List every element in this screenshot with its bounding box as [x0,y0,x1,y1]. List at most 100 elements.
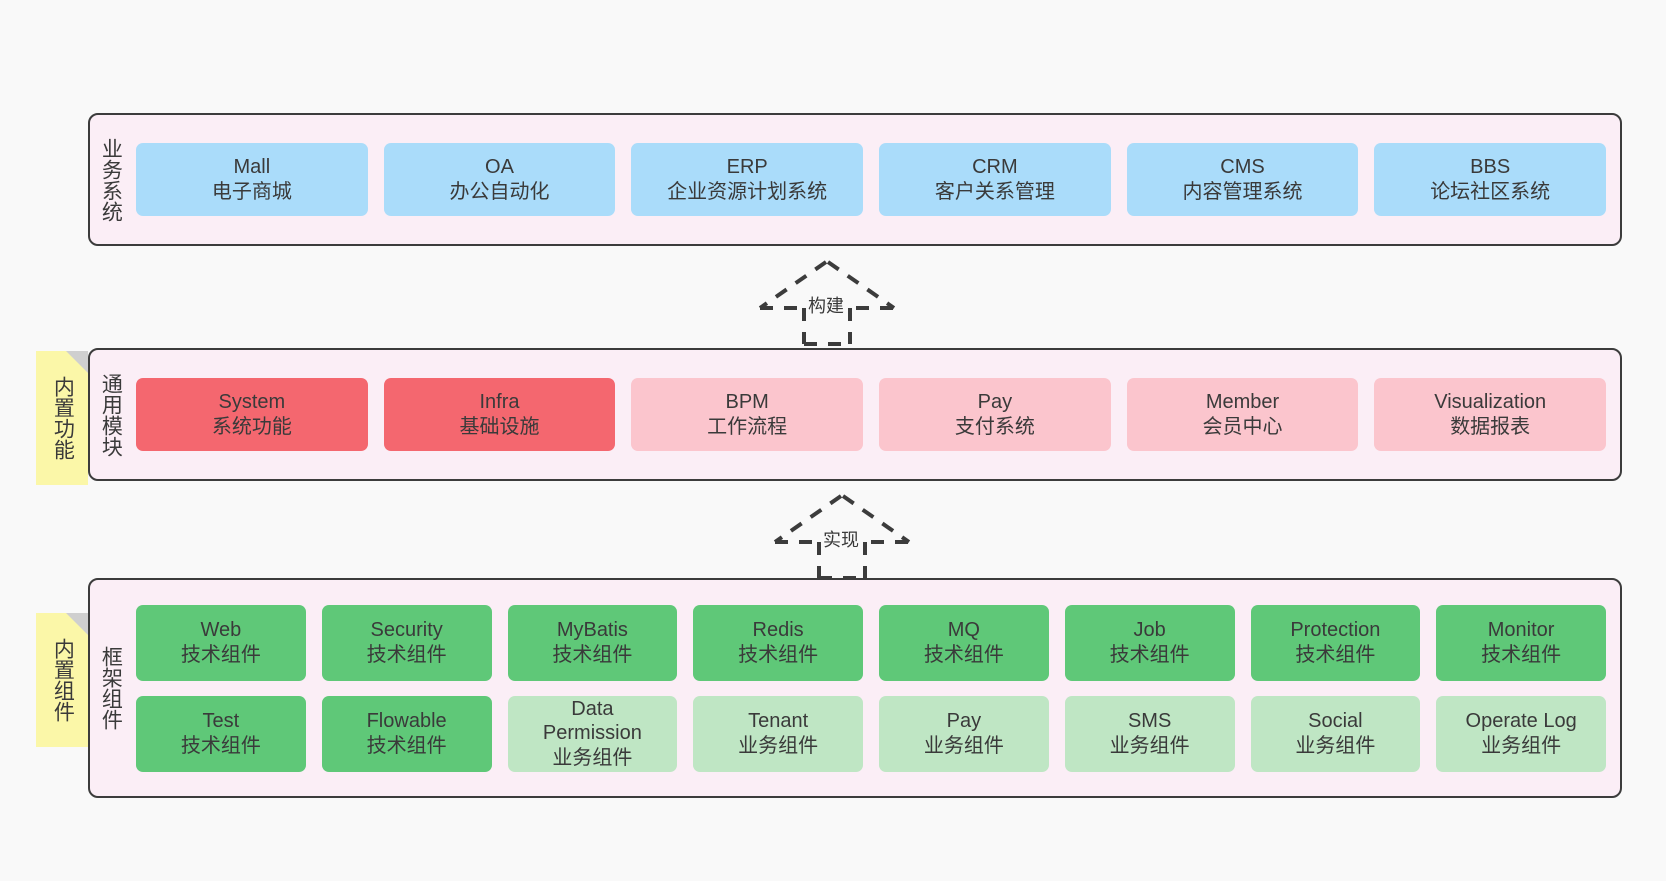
module-card-title: Visualization [1434,391,1547,414]
module-card-title: System [218,391,286,414]
module-card-subtitle: 会员中心 [1202,415,1283,438]
module-card-subtitle: 客户关系管理 [934,180,1055,203]
module-card-title: CRM [972,156,1018,179]
folded-corner-icon [66,351,88,373]
module-card-redis[interactable]: Redis 技术组件 [693,604,863,681]
module-card-title: Member [1205,391,1280,414]
layer-common-modules: 通用模块 System 系统功能 Infra 基础设施 BPM 工作流程 Pay… [88,348,1622,481]
module-card-title: Redis [752,619,804,642]
layer-title-common-modules: 通用模块 [99,372,123,457]
module-card-title: Pay [946,710,982,733]
sticky-note-builtin-features: 内置功能 [36,351,88,485]
module-card-subtitle: 技术组件 [180,643,261,666]
module-card-crm[interactable]: CRM 客户关系管理 [879,143,1111,216]
module-card-social[interactable]: Social 业务组件 [1250,695,1421,772]
layer-body-business-system: Mall 电子商城 OA 办公自动化 ERP 企业资源计划系统 CRM 客户关系… [130,115,1620,244]
module-card-subtitle: 技术组件 [366,734,447,757]
connector-implement-label: 实现 [821,526,861,552]
module-card-pay-business[interactable]: Pay 业务组件 [879,695,1049,772]
module-card-title: Infra [479,391,520,414]
module-card-title: Operate Log [1465,710,1577,733]
module-card-subtitle: 技术组件 [552,643,633,666]
module-card-subtitle: 业务组件 [1109,734,1190,757]
module-card-bpm[interactable]: BPM 工作流程 [631,378,864,451]
connector-build-label: 构建 [806,292,846,318]
module-card-protection[interactable]: Protection 技术组件 [1250,604,1421,681]
folded-corner-icon [66,613,88,635]
module-card-mall[interactable]: Mall 电子商城 [136,143,368,216]
module-card-title: CMS [1220,156,1265,179]
module-card-mq[interactable]: MQ 技术组件 [879,604,1049,681]
sticky-note-builtin-components: 内置组件 [36,613,88,747]
module-card-mybatis[interactable]: MyBatis 技术组件 [507,604,678,681]
module-card-operate-log[interactable]: Operate Log 业务组件 [1436,695,1606,772]
module-card-subtitle: 电子商城 [211,180,292,203]
module-card-subtitle: 技术组件 [366,643,447,666]
module-card-subtitle: 论坛社区系统 [1430,180,1551,203]
module-card-title: Social [1308,710,1363,733]
module-card-subtitle: 技术组件 [1295,643,1376,666]
layer-body-common-modules: System 系统功能 Infra 基础设施 BPM 工作流程 Pay 支付系统… [130,350,1620,479]
module-card-title: BPM [725,391,769,414]
module-card-oa[interactable]: OA 办公自动化 [383,143,616,216]
connector-build: 构建 [752,256,902,346]
module-card-system[interactable]: System 系统功能 [136,378,368,451]
module-card-data-permission[interactable]: Data Permission 业务组件 [507,695,678,772]
module-card-title: Pay [977,391,1013,414]
module-card-member[interactable]: Member 会员中心 [1126,378,1359,451]
connector-implement: 实现 [767,490,917,580]
layer-row: Web 技术组件 Security 技术组件 MyBatis 技术组件 Redi… [136,604,1606,681]
module-card-subtitle: 工作流程 [707,415,788,438]
module-card-monitor[interactable]: Monitor 技术组件 [1436,604,1606,681]
module-card-subtitle: 业务组件 [1295,734,1376,757]
module-card-cms[interactable]: CMS 内容管理系统 [1126,143,1359,216]
module-card-title: OA [485,156,514,179]
module-card-title: Security [370,619,443,642]
module-card-title: MQ [947,619,980,642]
module-card-subtitle: 业务组件 [552,746,633,769]
sticky-note-label: 内置组件 [51,638,75,722]
module-card-subtitle: 企业资源计划系统 [667,180,828,203]
module-card-sms[interactable]: SMS 业务组件 [1064,695,1235,772]
module-card-title: BBS [1470,156,1511,179]
sticky-note-label: 内置功能 [51,376,75,460]
module-card-job[interactable]: Job 技术组件 [1064,604,1235,681]
module-card-flowable[interactable]: Flowable 技术组件 [321,695,492,772]
module-card-title: Mall [233,156,271,179]
module-card-bbs[interactable]: BBS 论坛社区系统 [1374,143,1607,216]
module-card-visualization[interactable]: Visualization 数据报表 [1374,378,1607,451]
module-card-subtitle: 技术组件 [180,734,261,757]
module-card-erp[interactable]: ERP 企业资源计划系统 [631,143,864,216]
module-card-subtitle: 业务组件 [738,734,819,757]
layer-row: System 系统功能 Infra 基础设施 BPM 工作流程 Pay 支付系统… [136,378,1607,451]
layer-business-system: 业务系统 Mall 电子商城 OA 办公自动化 ERP 企业资源计划系统 CRM… [88,113,1622,246]
module-card-title: Data Permission [542,697,642,745]
module-card-security[interactable]: Security 技术组件 [321,604,492,681]
module-card-title: Tenant [748,710,809,733]
module-card-web[interactable]: Web 技术组件 [136,604,306,681]
module-card-subtitle: 内容管理系统 [1182,180,1303,203]
module-card-title: SMS [1127,710,1172,733]
module-card-subtitle: 技术组件 [738,643,819,666]
layer-title-business-system: 业务系统 [99,137,123,222]
module-card-subtitle: 业务组件 [923,734,1004,757]
module-card-tenant[interactable]: Tenant 业务组件 [693,695,863,772]
module-card-test[interactable]: Test 技术组件 [136,695,306,772]
module-card-infra[interactable]: Infra 基础设施 [383,378,616,451]
module-card-subtitle: 支付系统 [954,415,1035,438]
module-card-title: Protection [1290,619,1381,642]
module-card-subtitle: 办公自动化 [449,180,550,203]
module-card-subtitle: 技术组件 [1481,643,1562,666]
module-card-title: ERP [726,156,768,179]
module-card-pay[interactable]: Pay 支付系统 [879,378,1111,451]
module-card-subtitle: 数据报表 [1450,415,1531,438]
module-card-title: MyBatis [556,619,628,642]
module-card-subtitle: 系统功能 [211,415,292,438]
module-card-title: Monitor [1487,619,1555,642]
module-card-title: Job [1133,619,1166,642]
generalization-arrow-icon [758,260,896,346]
module-card-title: Flowable [366,710,447,733]
layer-row: Test 技术组件 Flowable 技术组件 Data Permission … [136,695,1606,772]
module-card-title: Web [200,619,242,642]
